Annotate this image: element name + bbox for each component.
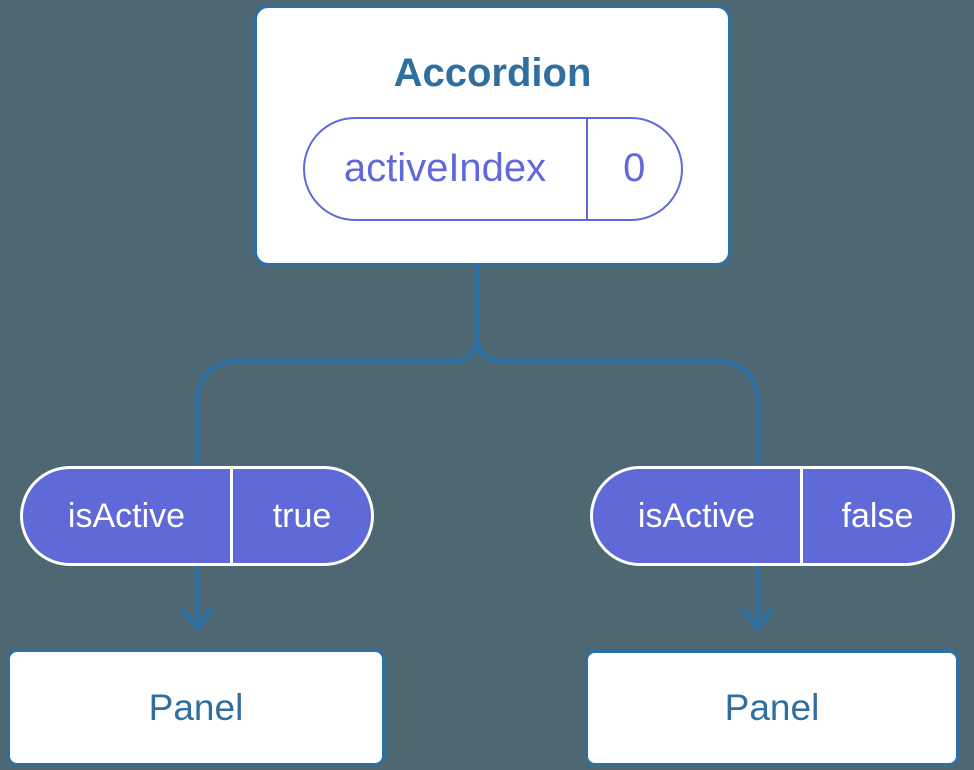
accordion-component-card: Accordion activeIndex 0 bbox=[254, 5, 731, 266]
panel-component-card: Panel bbox=[585, 650, 959, 766]
prop-pill-value: true bbox=[272, 496, 332, 535]
connector-branch-right bbox=[474, 266, 761, 622]
pill-divider bbox=[230, 469, 233, 563]
prop-pill-isactive-true: isActive true bbox=[20, 466, 374, 566]
pill-divider bbox=[800, 469, 803, 563]
arrow-down-icon bbox=[180, 607, 214, 631]
state-pill: activeIndex 0 bbox=[302, 116, 683, 221]
component-title: Panel bbox=[148, 686, 244, 728]
prop-pill-isactive-false: isActive false bbox=[590, 466, 955, 566]
prop-pill-value: false bbox=[841, 496, 914, 535]
state-pill-value: 0 bbox=[623, 146, 646, 190]
connector-branch-left bbox=[194, 266, 480, 622]
prop-pill-label: isActive bbox=[637, 496, 756, 535]
component-title: Panel bbox=[724, 687, 820, 728]
pill-divider bbox=[585, 118, 588, 219]
prop-pill-label: isActive bbox=[67, 496, 186, 535]
panel-component-card: Panel bbox=[7, 649, 385, 766]
state-pill-label: activeIndex bbox=[343, 146, 547, 190]
arrow-down-icon bbox=[741, 607, 775, 631]
component-title: Accordion bbox=[393, 50, 592, 95]
